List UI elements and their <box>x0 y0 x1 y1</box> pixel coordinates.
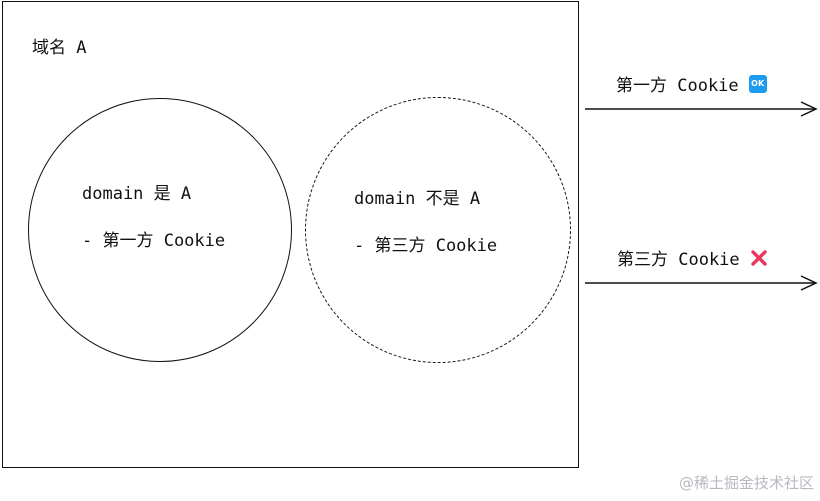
third-party-circle <box>305 97 571 363</box>
third-party-arrow-label: 第三方 Cookie <box>617 245 768 270</box>
watermark-text: @稀土掘金技术社区 <box>678 474 814 492</box>
third-party-arrow-head <box>800 275 818 291</box>
domain-a-label: 域名 A <box>32 38 87 58</box>
third-party-domain-text: domain 不是 A <box>354 189 481 209</box>
first-party-cookie-text: - 第一方 Cookie <box>82 231 226 251</box>
first-party-arrow-label: 第一方 Cookie OK <box>616 71 767 96</box>
first-party-domain-text: domain 是 A <box>82 184 192 204</box>
first-party-arrow-text: 第一方 Cookie <box>616 76 739 96</box>
first-party-arrow-head <box>800 101 818 117</box>
first-party-arrow <box>585 101 818 117</box>
third-party-arrow-text: 第三方 Cookie <box>617 250 740 270</box>
ok-badge-icon: OK <box>748 74 767 93</box>
third-party-arrow <box>585 275 818 291</box>
third-party-cookie-text: - 第三方 Cookie <box>354 236 498 256</box>
red-cross-icon <box>750 249 767 266</box>
first-party-circle <box>28 98 292 362</box>
